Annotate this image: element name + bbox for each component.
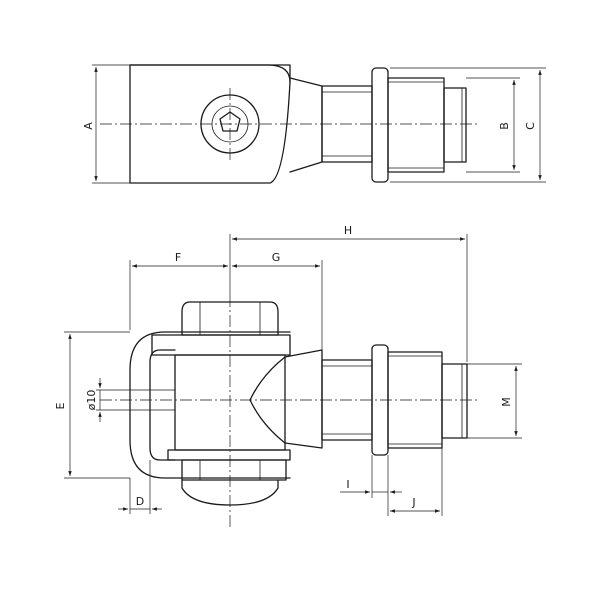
dim-d: D — [118, 460, 162, 514]
label-e: E — [54, 402, 67, 409]
label-j: J — [411, 496, 415, 509]
lower-band — [167, 449, 291, 461]
label-h: H — [344, 224, 352, 237]
front-thread — [441, 363, 468, 439]
dim-e: E — [54, 331, 130, 479]
top-view-neck — [289, 77, 323, 173]
dim-f: F — [129, 251, 231, 330]
label-m: M — [500, 397, 513, 407]
dim-hole: ø10 — [85, 378, 115, 422]
top-view-collar — [371, 67, 389, 183]
lower-nut — [181, 459, 287, 481]
label-f: F — [175, 251, 181, 264]
dim-a: A — [82, 64, 130, 184]
dim-m: M — [467, 363, 522, 439]
top-view — [100, 64, 480, 184]
dim-b: B — [466, 77, 520, 173]
dim-i: I — [340, 455, 402, 498]
dim-g: G — [232, 251, 323, 350]
top-view-nut — [387, 77, 445, 173]
label-hole: ø10 — [85, 390, 98, 411]
upper-nut — [181, 301, 279, 336]
label-c: C — [524, 122, 537, 130]
front-view — [100, 295, 478, 530]
label-i: I — [346, 478, 349, 491]
label-g: G — [272, 251, 281, 264]
dim-h: H — [229, 224, 468, 362]
bracket — [129, 331, 291, 479]
top-view-thread — [443, 87, 467, 163]
v-neck — [249, 349, 323, 449]
label-a: A — [82, 122, 95, 130]
dim-c: C — [390, 67, 546, 183]
upper-band — [151, 334, 291, 356]
label-d: D — [136, 495, 144, 508]
label-b: B — [498, 122, 511, 130]
dim-j: J — [387, 448, 443, 516]
